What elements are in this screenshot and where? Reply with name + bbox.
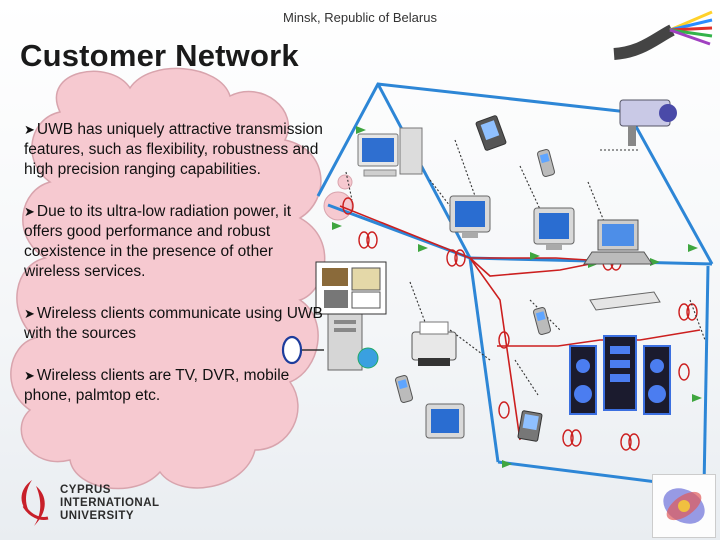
logo-line: CYPRUS	[60, 484, 111, 496]
speaker-icon	[569, 345, 597, 415]
tv-icon	[425, 403, 465, 439]
header-location: Minsk, Republic of Belarus	[283, 10, 437, 25]
tv-icon	[449, 195, 491, 238]
radiation-pattern-icon	[663, 488, 705, 524]
laptop-icon	[583, 219, 653, 265]
printer-icon	[411, 321, 457, 366]
palmtop-icon	[475, 115, 507, 151]
palmtop-icon	[517, 410, 543, 442]
logo-line: INTERNATIONAL	[60, 497, 160, 509]
fiber-cable-icon	[613, 10, 713, 60]
arrow-bullet-icon: ➤	[24, 368, 35, 383]
bullet-item: ➤Wireless clients are TV, DVR, mobile ph…	[24, 366, 324, 406]
desktop-computer-icon	[357, 127, 423, 177]
bullet-item: ➤UWB has uniquely attractive transmissio…	[24, 120, 324, 180]
antenna-icon	[281, 335, 324, 365]
mobile-phone-icon	[537, 149, 555, 177]
dvd-player-icon	[589, 291, 661, 311]
tv-icon	[533, 207, 575, 250]
mobile-phone-icon	[533, 307, 551, 335]
slide-title: Customer Network	[20, 38, 299, 73]
thought-bubble-tiny	[337, 174, 353, 190]
server-tower-icon	[327, 311, 379, 371]
bullet-item: ➤Due to its ultra-low radiation power, i…	[24, 202, 324, 282]
radiation-pattern-image	[652, 474, 716, 538]
bullet-text: Wireless clients communicate using UWB w…	[24, 305, 323, 342]
university-logo-icon	[21, 480, 49, 526]
media-center-icon	[603, 335, 637, 411]
university-name: CYPRUS INTERNATIONAL UNIVERSITY	[60, 484, 160, 523]
arrow-bullet-icon: ➤	[24, 204, 35, 219]
bullet-list: ➤UWB has uniquely attractive transmissio…	[24, 120, 324, 428]
thought-cloud	[10, 67, 326, 490]
bullet-text: Due to its ultra-low radiation power, it…	[24, 203, 292, 280]
speaker-icon	[643, 345, 671, 415]
security-camera-icon	[619, 99, 677, 146]
logo-line: UNIVERSITY	[60, 510, 135, 522]
bullet-item: ➤Wireless clients communicate using UWB …	[24, 304, 324, 344]
arrow-bullet-icon: ➤	[24, 122, 35, 137]
modem-icon	[315, 261, 387, 315]
arrow-bullet-icon: ➤	[24, 306, 35, 321]
bullet-text: Wireless clients are TV, DVR, mobile pho…	[24, 367, 290, 404]
bullet-text: UWB has uniquely attractive transmission…	[24, 121, 323, 178]
mobile-phone-icon	[395, 375, 413, 403]
